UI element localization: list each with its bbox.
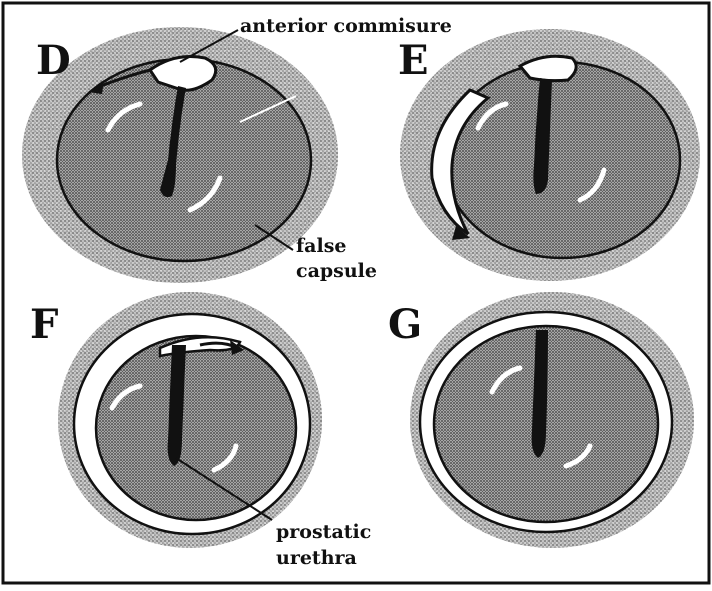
panel-e-letter: E [398, 37, 429, 84]
panel-f: F [30, 292, 322, 548]
panel-f-adenoma [96, 336, 296, 520]
label-false-capsule-1: false [296, 235, 347, 257]
panel-f-letter: F [30, 301, 58, 348]
panel-g: G [388, 292, 694, 548]
label-prostatic-urethra-2: urethra [276, 547, 357, 569]
label-anterior-commisure: anterior commisure [240, 15, 452, 37]
label-prostatic-urethra-1: prostatic [276, 521, 371, 543]
panel-d: D [22, 27, 338, 283]
panel-d-letter: D [36, 37, 71, 84]
label-false-capsule-2: capsule [296, 260, 377, 282]
panel-g-letter: G [388, 301, 422, 348]
panel-e: E [398, 29, 700, 281]
panel-e-false-capsule [444, 62, 680, 258]
